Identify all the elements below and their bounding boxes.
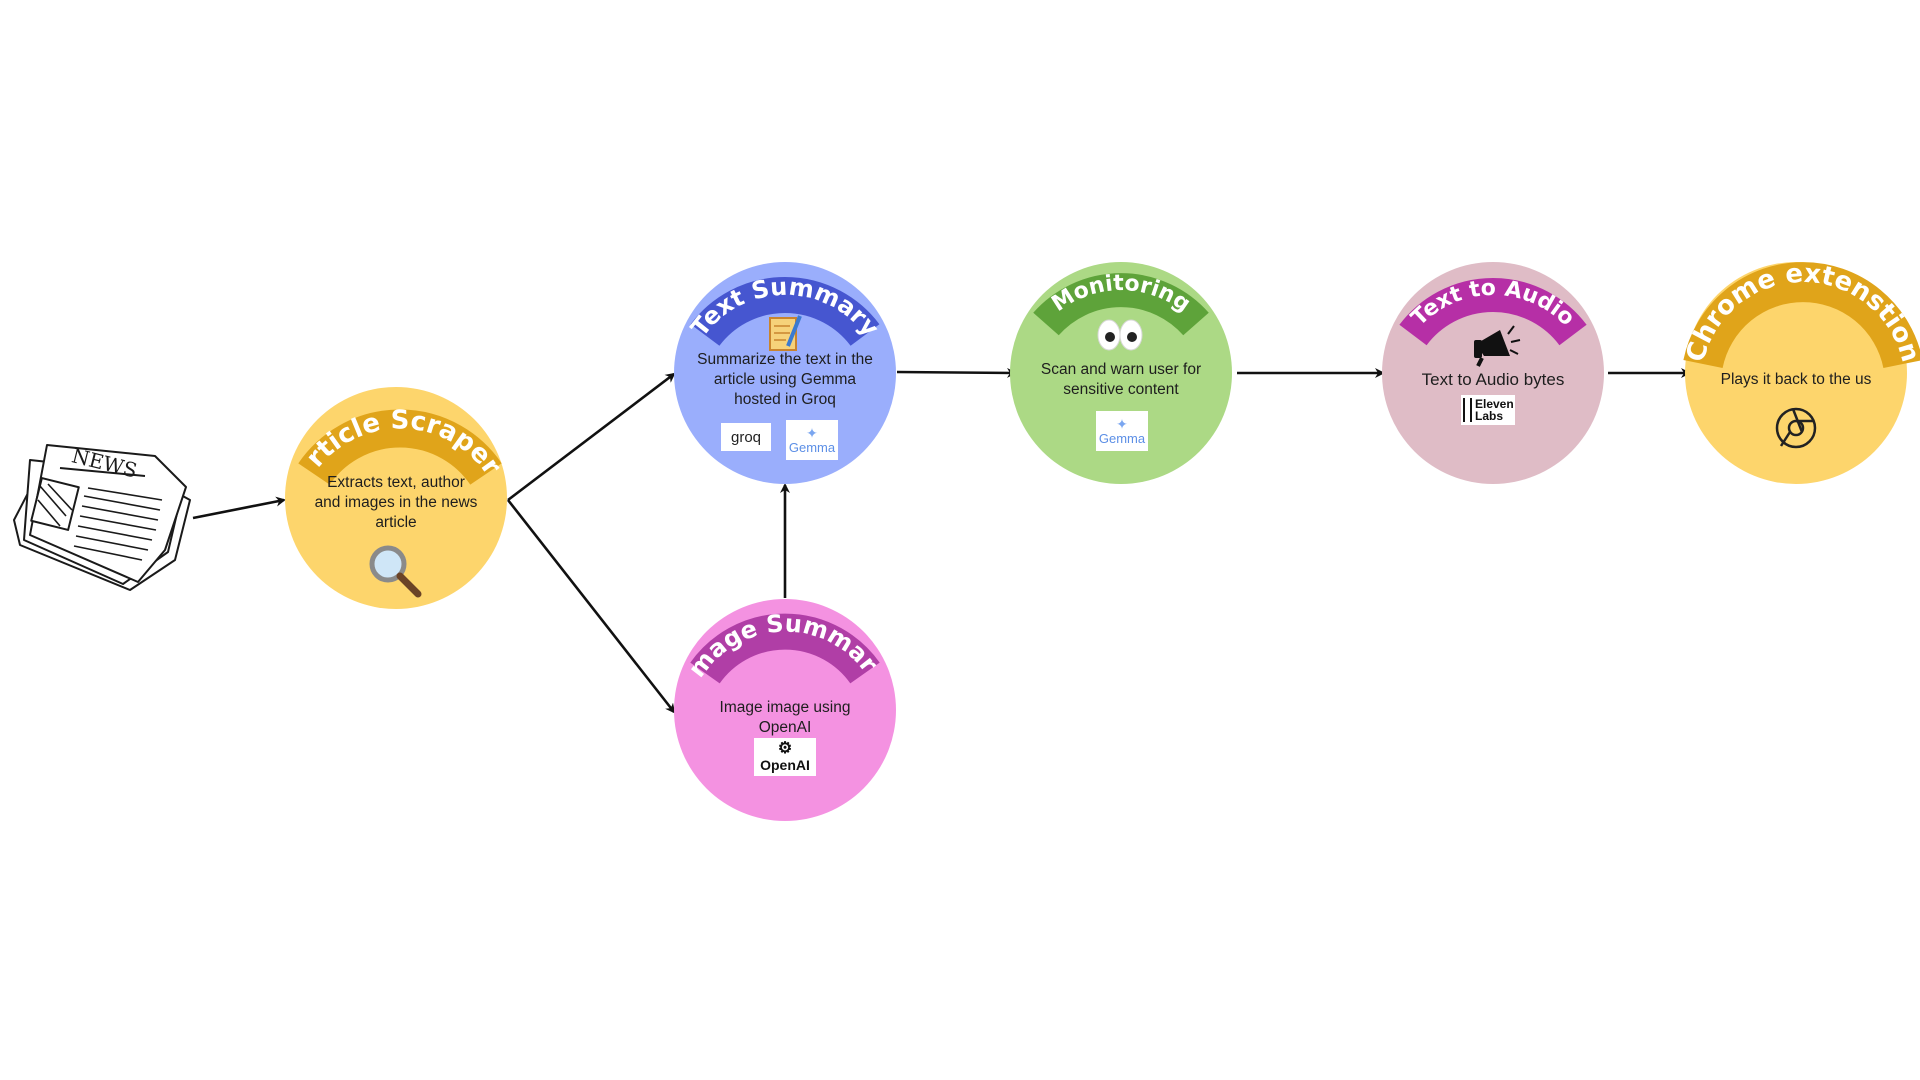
elevenlabs-logo: Eleven Labs — [1461, 395, 1515, 425]
openai-icon: ⚙ — [777, 740, 793, 757]
newspaper-icon: NEWS — [13, 443, 191, 591]
title-ribbon — [690, 277, 880, 347]
groq-logo-text: groq — [730, 428, 762, 446]
newspaper-text-lines — [37, 483, 163, 561]
desc-line: sensitive content — [1063, 381, 1179, 398]
desc-line: OpenAI — [758, 719, 812, 736]
elevenlabs-word-2: Labs — [1475, 409, 1504, 423]
elevenlabs-wordmark: Eleven Labs — [1475, 398, 1514, 422]
desc-line: Scan and warn user for — [1040, 361, 1202, 378]
eyes-icon — [1097, 319, 1143, 351]
desc-line: hosted in Groq — [734, 391, 836, 408]
arrow-scraper-to-text-summary — [507, 372, 676, 502]
arrow-news-to-scraper — [192, 496, 286, 520]
desc-line: Extracts text, author — [327, 474, 465, 491]
title-ribbon — [1033, 273, 1209, 336]
node-monitoring: Monitoring — [1010, 262, 1232, 484]
desc-line: Summarize the text in the — [697, 351, 873, 368]
node-text-to-audio: Text to Audio — [1382, 262, 1604, 484]
title-ribbon — [1683, 262, 1920, 369]
title-ribbon — [298, 409, 502, 486]
monitoring-description: Scan and warn user for sensitive content — [1021, 360, 1221, 400]
megaphone-icon — [1474, 325, 1521, 367]
chrome-extension-description: Plays it back to the us — [1706, 370, 1886, 390]
desc-line: Image image using — [719, 699, 851, 716]
elevenlabs-word-1: Eleven — [1475, 397, 1514, 411]
gemma-logo: ✦ Gemma — [786, 420, 838, 460]
article-scraper-description: Extracts text, author and images in the … — [296, 473, 496, 533]
memo-icon — [769, 315, 802, 351]
title-ribbon — [1399, 278, 1587, 346]
magnifier-icon — [369, 545, 422, 598]
desc-line: Plays it back to the us — [1720, 371, 1872, 388]
arrow-text-summary-to-monitoring — [896, 367, 1017, 378]
desc-line: Text to Audio bytes — [1421, 370, 1565, 389]
openai-logo: ⚙ OpenAI — [754, 738, 816, 776]
text-to-audio-description: Text to Audio bytes — [1403, 370, 1583, 390]
sparkle-icon: ✦ — [806, 424, 818, 441]
gemma-logo-monitoring: ✦ Gemma — [1096, 411, 1148, 451]
arrow-scraper-to-image-summary — [506, 499, 676, 714]
desc-line: article — [375, 514, 417, 531]
gemma-logo-text: Gemma — [1098, 430, 1146, 446]
desc-line: and images in the news — [314, 494, 478, 511]
text-summary-description: Summarize the text in the article using … — [680, 350, 890, 410]
image-summary-description: Image image using OpenAI — [695, 698, 875, 738]
chrome-icon — [1775, 407, 1817, 449]
desc-line: article using Gemma — [713, 371, 857, 388]
groq-logo: groq — [721, 423, 771, 451]
elevenlabs-bars-icon — [1463, 398, 1472, 422]
title-ribbon — [690, 613, 880, 684]
openai-logo-text: OpenAI — [760, 757, 810, 773]
sparkle-icon: ✦ — [1116, 415, 1128, 432]
connector-arrows — [192, 367, 1691, 714]
gemma-logo-text: Gemma — [788, 439, 836, 455]
